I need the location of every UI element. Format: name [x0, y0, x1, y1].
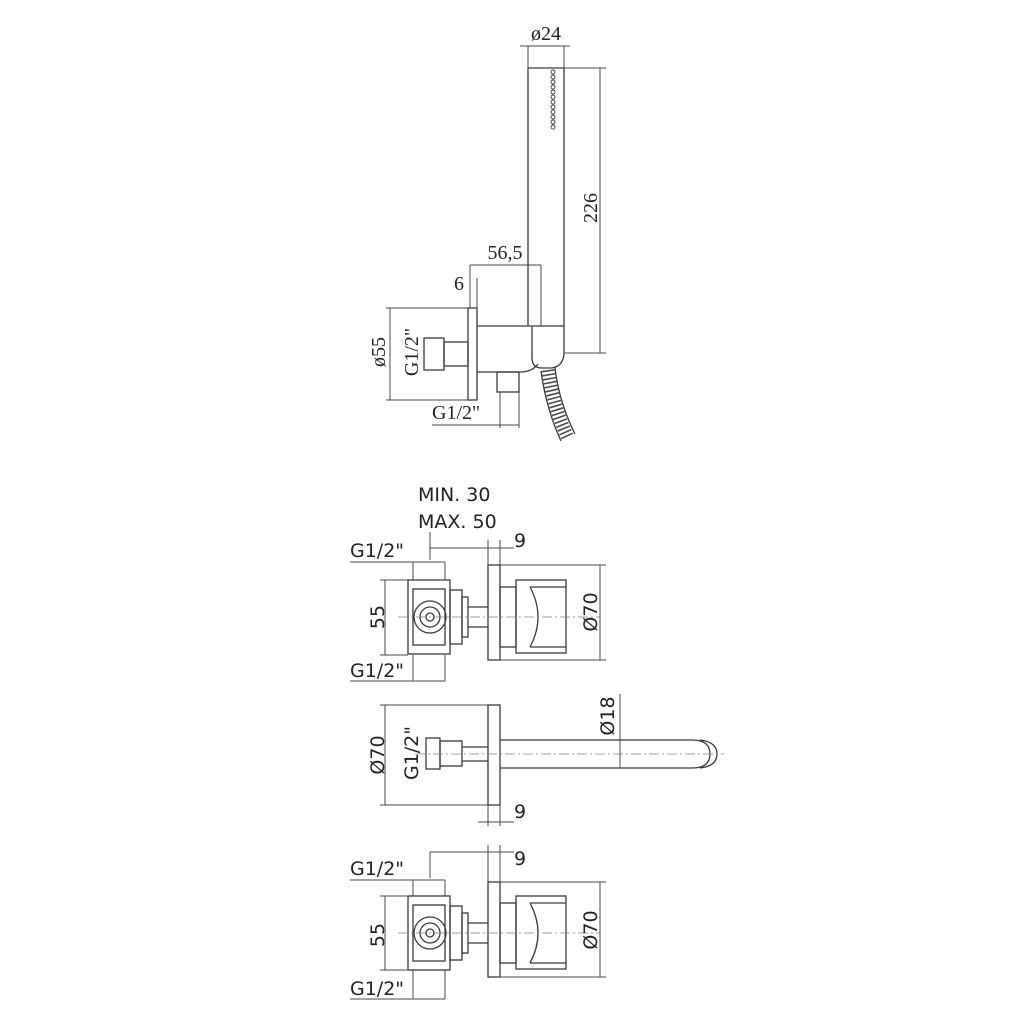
dimension-bottom-thread [350, 970, 446, 1000]
handset-holder [530, 325, 565, 369]
hose-outline [540, 367, 576, 442]
label-bottom-thread: G1/2" [350, 660, 404, 682]
label-plate-diameter: Ø70 [367, 735, 389, 774]
valve-spindle [468, 606, 488, 628]
inlet-pipe [443, 341, 469, 367]
label-body-height: 55 [367, 605, 389, 629]
dimension-plate-thickness [478, 805, 514, 826]
hose [541, 369, 574, 441]
label-body-height: 55 [367, 923, 389, 947]
wall-plate [467, 307, 478, 401]
label-plate-diameter: Ø70 [580, 910, 602, 949]
spray-hole [550, 84, 556, 90]
dimension-plate-diameter [500, 564, 606, 661]
label-bottom-thread: G1/2" [350, 978, 404, 1000]
spray-hole [550, 114, 556, 120]
spray-hole [550, 94, 556, 100]
spout-tube [500, 739, 692, 769]
spray-hole [550, 99, 556, 105]
spout-drawing: Ø70 G1/2" Ø18 9 [367, 694, 724, 826]
dimension-handle-length [564, 67, 606, 354]
label-plate-thickness: 9 [514, 848, 526, 870]
label-handle-length: 226 [580, 193, 602, 223]
label-inlet-thread: G1/2" [401, 328, 423, 376]
label-plate-diameter: Ø70 [580, 592, 602, 631]
spray-hole [550, 104, 556, 110]
spray-hole [550, 89, 556, 95]
dimension-top-thread [350, 561, 446, 580]
spray-hole [550, 124, 556, 130]
label-plate-thickness: 6 [454, 273, 464, 295]
dimension-plate-diameter [500, 881, 606, 978]
dimension-depth [429, 532, 514, 565]
knob [515, 895, 567, 970]
dimension-top-thread [350, 879, 446, 896]
inlet-nut [425, 737, 441, 770]
dimension-plate-diameter [380, 704, 488, 806]
handset-body [527, 67, 565, 326]
outlet-connector [496, 371, 520, 393]
mixer-lower-drawing: 9 G1/2" 55 Ø70 G1/2" [350, 845, 606, 1000]
valve-port-outer [413, 916, 447, 950]
valve-port-outer [413, 600, 447, 634]
label-plate-diameter: ø55 [368, 337, 390, 367]
label-outlet-thread: G1/2" [432, 402, 480, 424]
label-depth-max: MAX. 50 [418, 511, 497, 533]
inlet-nut [423, 337, 445, 371]
dimension-outlet-thread [432, 392, 520, 428]
spray-hole [550, 119, 556, 125]
spray-hole [550, 74, 556, 80]
wall-plate [487, 881, 501, 978]
dimension-projection [469, 264, 542, 326]
label-top-thread: G1/2" [350, 540, 404, 562]
label-plate-thickness: 9 [514, 530, 526, 552]
inlet-body [439, 740, 463, 767]
label-inlet-thread: G1/2" [401, 726, 423, 780]
spray-hole [550, 69, 556, 75]
spray-hole [550, 79, 556, 85]
dimension-handle-diameter [520, 45, 570, 68]
hand-shower-drawing: ø24 226 56,5 6 ø55 G1/2" G1/2" [368, 23, 606, 442]
label-spout-diameter: Ø18 [597, 696, 619, 735]
dimension-body-height [380, 895, 408, 971]
valve-assembly [398, 579, 600, 655]
wall-plate [487, 564, 501, 661]
dimension-depth [429, 845, 514, 882]
dimension-plate-diameter [386, 307, 468, 401]
mixer-upper-drawing: MIN. 30 MAX. 50 9 G1/2" 55 Ø70 G1/2" [350, 484, 606, 682]
dimension-body-height [380, 579, 408, 656]
label-projection: 56,5 [488, 242, 523, 264]
valve-spindle [468, 922, 488, 944]
wall-plate [487, 704, 501, 806]
knob [515, 579, 567, 654]
spray-holes [550, 69, 556, 130]
label-plate-thickness: 9 [514, 801, 526, 823]
label-depth-min: MIN. 30 [418, 484, 490, 506]
spray-hole [550, 109, 556, 115]
bracket-arm [477, 325, 539, 373]
dimension-bottom-thread [350, 655, 446, 682]
inlet-pipe [462, 746, 488, 762]
label-top-thread: G1/2" [350, 858, 404, 880]
valve-assembly [398, 895, 600, 971]
label-handle-diameter: ø24 [531, 23, 561, 45]
